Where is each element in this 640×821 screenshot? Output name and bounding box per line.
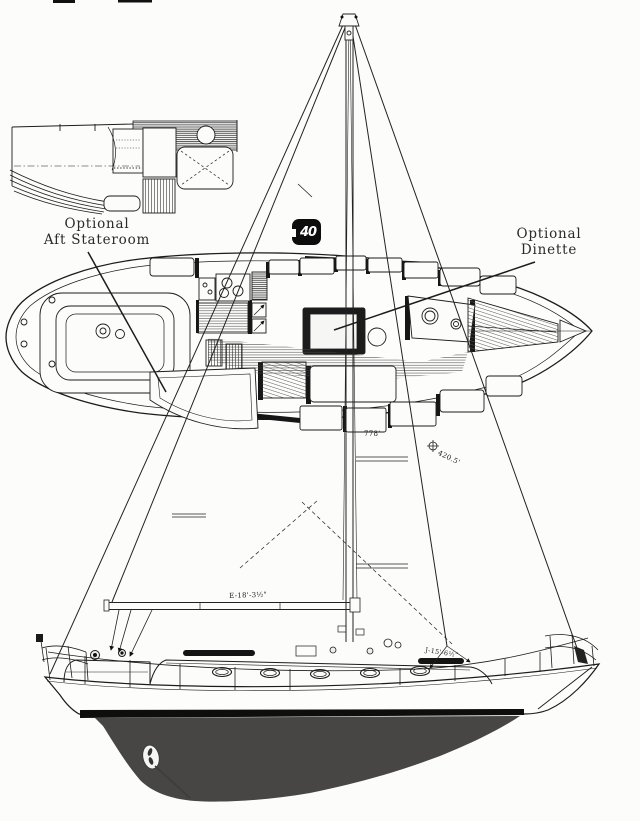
toilet (421, 307, 439, 325)
lifelines (36, 633, 599, 690)
plan-lockers-forward (268, 255, 517, 295)
plan-dinette (302, 307, 387, 355)
sail-plan-rigging (49, 13, 578, 675)
hull-underbody (95, 716, 520, 802)
forestay (351, 15, 578, 649)
inset-aft-stateroom-plan (9, 120, 238, 215)
propeller-aperture (142, 744, 191, 799)
leader-dinette (333, 261, 536, 331)
inner-stay (349, 16, 448, 647)
interior-plan-view (5, 252, 593, 433)
logo-notch (292, 229, 296, 237)
stove (215, 273, 251, 302)
plan-aft-berth (149, 367, 259, 430)
label-dinette-line1: Optional (516, 226, 582, 242)
label-dinette-line2: Dinette (520, 242, 578, 258)
annotation-boom-dimension: E-18'-3½" (229, 590, 268, 600)
boom (103, 597, 361, 613)
portholes (211, 665, 431, 680)
spreaders (172, 183, 408, 569)
icebox (251, 271, 268, 301)
label-dinette: Optional Dinette (500, 226, 598, 258)
label-aft-stateroom-line1: Optional (64, 216, 130, 232)
annotation-main-dimension: 778' (364, 430, 381, 438)
masthead-fitting (338, 13, 360, 41)
mainsheet-lines (109, 609, 153, 657)
scan-artifacts (53, 0, 152, 3)
backstay (49, 15, 348, 675)
profile-cabin (63, 638, 493, 685)
boot-stripe (80, 709, 524, 718)
label-leaders (87, 251, 536, 393)
cal40-logo-badge: 40 (292, 219, 321, 245)
sink (450, 318, 462, 330)
profile-view (36, 633, 601, 802)
leader-aft-stateroom (87, 251, 167, 393)
logo-model-number: 40 (299, 224, 317, 240)
label-aft-stateroom: Optional Aft Stateroom (28, 216, 166, 248)
label-aft-stateroom-line2: Aft Stateroom (43, 232, 151, 248)
plan-vberth (467, 297, 592, 353)
datum-crosshair (427, 440, 439, 452)
main-leech (111, 17, 350, 603)
jib-sheet-lines (429, 645, 471, 669)
